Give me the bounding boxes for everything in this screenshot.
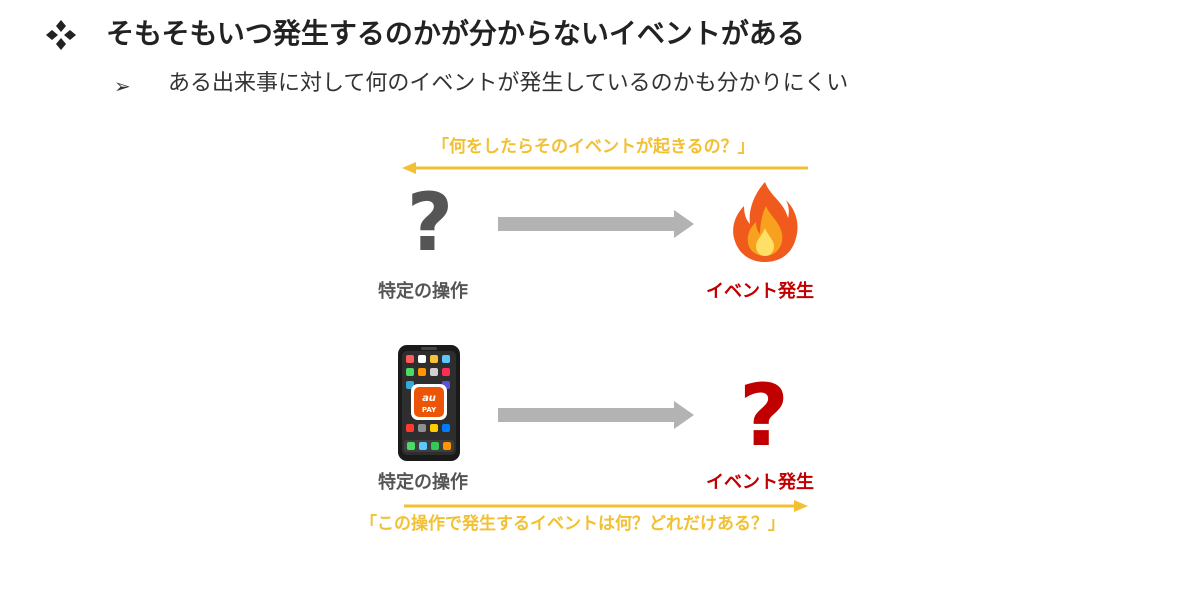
row2-arrow xyxy=(498,401,694,429)
row2-event-label: イベント発生 xyxy=(706,472,814,493)
row1-arrow xyxy=(498,210,694,238)
sub-bullet-arrow: ➢ xyxy=(114,74,131,98)
fire-icon xyxy=(733,182,798,262)
bottom-caption: 「この操作で発生するイベントは何？どれだけある？」 xyxy=(360,514,785,534)
aupay-badge-pay: PAY xyxy=(422,406,437,414)
smartphone-aupay-icon: au PAY xyxy=(398,345,460,461)
subpoint-text: ある出来事に対して何のイベントが発生しているのかも分かりにくい xyxy=(168,71,849,96)
row2-operation-label: 特定の操作 xyxy=(378,472,468,493)
unknown-operation-question-mark: ? xyxy=(406,176,454,269)
top-caption: 「何をしたらそのイベントが起きるの？」 xyxy=(432,137,755,157)
aupay-badge-au: au xyxy=(422,393,436,404)
bottom-caption-arrow xyxy=(404,500,808,512)
unknown-event-question-mark: ? xyxy=(739,366,789,466)
top-caption-arrow xyxy=(402,162,808,174)
row1-operation-label: 特定の操作 xyxy=(378,281,468,302)
row1-event-label: イベント発生 xyxy=(706,281,814,302)
four-diamond-bullet-icon xyxy=(46,20,76,50)
heading-title: そもそもいつ発生するのかが分からないイベントがある xyxy=(106,17,805,50)
